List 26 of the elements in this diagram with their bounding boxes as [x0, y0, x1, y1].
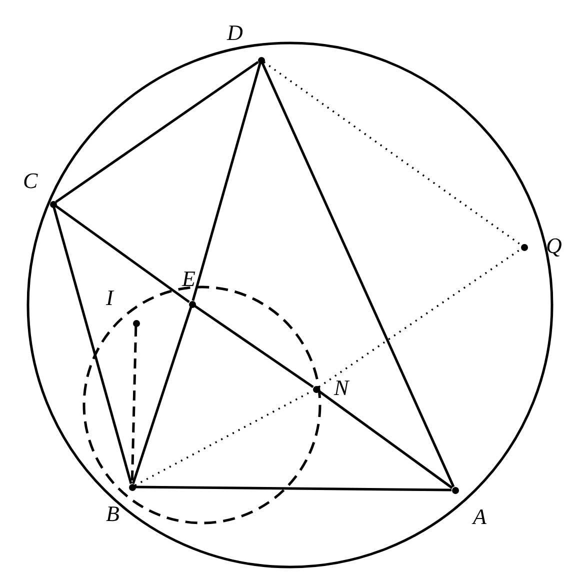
point-label: Q	[546, 235, 562, 257]
point-dot	[128, 484, 136, 490]
dotted-line	[318, 248, 522, 388]
point-label: I	[106, 287, 114, 309]
line-segment	[135, 486, 452, 492]
dotted-line	[263, 61, 522, 246]
line-segment	[194, 304, 314, 388]
point-label: N	[334, 377, 349, 399]
line-segment	[55, 205, 190, 303]
line-segment	[261, 62, 455, 488]
point-dot	[452, 486, 458, 494]
line-segment	[55, 60, 259, 204]
line-segment	[132, 306, 192, 484]
line-segment	[52, 207, 132, 484]
point-label: E	[182, 268, 196, 290]
point-dot	[188, 300, 196, 308]
point-dot	[258, 56, 264, 64]
line-segment	[192, 63, 262, 301]
point-label: C	[23, 170, 38, 192]
point-dot	[312, 386, 320, 392]
point-label: B	[106, 503, 120, 525]
point-dot	[520, 244, 528, 250]
point-label: D	[227, 22, 243, 44]
line-segment	[318, 390, 453, 489]
point-label: A	[473, 506, 486, 528]
point-dot	[132, 320, 140, 326]
